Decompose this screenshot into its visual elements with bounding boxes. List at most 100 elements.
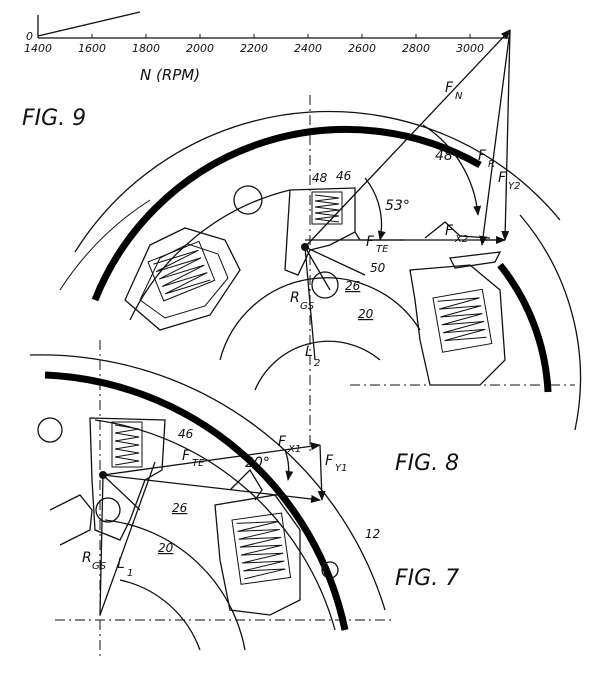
fig8-ref-26: 26 [172, 501, 188, 515]
fig9-ring-band-right [497, 262, 552, 393]
fig9-leader-50 [304, 246, 366, 276]
speed-axis: 0 1400 1600 1800 2000 2200 2400 2600 2800 3000 N… [24, 11, 510, 84]
fig9-label-l2-sub: 2 [314, 358, 320, 369]
fig9-title: FIG. 9 [22, 106, 86, 131]
fig9-label-fr-sub: R [488, 159, 495, 170]
fig9-label-fte: F [366, 234, 375, 250]
fig8-notch [229, 468, 263, 501]
fig7-title: FIG. 7 [395, 566, 459, 591]
fig9-angle-arc-48 [422, 124, 482, 216]
speed-axis-tick-label: 3000 [456, 42, 484, 55]
fig9-right-shoe [409, 264, 506, 386]
fig8-force-fy1 [317, 444, 326, 501]
fig8-label-fte: F [182, 448, 191, 464]
fig9-angle-48: 48° [435, 148, 460, 164]
fig8-bore-arc [119, 579, 201, 651]
fig8-ring-band [44, 371, 349, 631]
fig8-drawing: FIG. 8 46 F TE F X1 F Y1 20° 26 20 12 R … [29, 340, 459, 660]
fig9-left-shoe [124, 227, 241, 331]
fig8-left-pocket [49, 494, 93, 546]
fig8-title: FIG. 8 [395, 451, 459, 476]
fig8-force-fte [102, 474, 321, 503]
fig9-label-fn: F [445, 80, 454, 96]
speed-axis-tick-label: 1400 [24, 42, 52, 55]
fig9-label-fy2: F [498, 170, 507, 186]
fig9-force-fn [304, 29, 511, 248]
speed-axis-origin: 0 [26, 30, 33, 43]
fig9-ref-46: 46 [336, 169, 352, 183]
fig9-left-arc [59, 199, 151, 291]
fig8-label-rgs: R [82, 550, 92, 566]
fig9-drawing: FIG. 9 F N F R F Y2 F X2 F TE R GS L 2 4… [22, 29, 582, 455]
fig9-label-rgs-sub: GS [300, 301, 315, 312]
speed-axis-tick-label: 1600 [78, 42, 106, 55]
fig9-angle-53: 53° [385, 198, 410, 214]
fig8-center-shoe [89, 417, 166, 541]
fig9-housing-outer-arc [74, 110, 561, 253]
fig8-line-l1 [99, 461, 156, 616]
fig8-right-spring [231, 512, 292, 585]
speed-axis-tick-label: 2800 [402, 42, 430, 55]
fig9-left-spring [147, 240, 216, 302]
speed-axis-tick-label: 2000 [186, 42, 214, 55]
fig8-label-fx1-sub: X1 [287, 444, 301, 455]
fig8-hub-arc [104, 519, 246, 651]
fig9-label-fx2: F [445, 223, 454, 239]
fig9-right-spring [432, 288, 493, 353]
fig8-label-l1-sub: 1 [127, 568, 133, 579]
fig8-center-spring [111, 421, 143, 468]
fig8-hole-center [95, 497, 121, 523]
fig9-line-rgs [304, 246, 331, 291]
fig9-tab [449, 251, 502, 269]
fig8-ref-46: 46 [178, 427, 194, 441]
speed-axis-label: N (RPM) [140, 66, 200, 84]
fig8-label-fx1: F [278, 434, 287, 450]
fig9-hole-left [233, 185, 263, 215]
fig9-housing-right-arc [519, 214, 582, 431]
fig9-center-spring [311, 191, 343, 225]
fig8-angle-20: 20° [245, 455, 270, 471]
fig8-label-fy1-sub: Y1 [335, 463, 347, 474]
fig9-label-fn-sub: N [455, 91, 463, 102]
fig8-rotor-arc [94, 419, 336, 631]
fig8-hole-right [321, 561, 339, 579]
fig9-ring-band [91, 125, 482, 302]
fig9-ref-48: 48 [312, 171, 328, 185]
fig9-ref-20: 20 [358, 307, 374, 321]
speed-axis-tick-label: 1800 [132, 42, 160, 55]
fig9-label-fr: F [478, 148, 487, 164]
fig8-leader-pivot [102, 474, 141, 511]
fig9-label-fx2-sub: X2 [454, 234, 468, 245]
fig9-angle-arc-53 [364, 177, 386, 241]
fig9-center-shoe [284, 187, 356, 276]
fig9-ref-26: 26 [345, 279, 361, 293]
fig9-ref-50: 50 [370, 261, 386, 275]
fig9-force-fy2 [479, 29, 511, 246]
fig8-housing-arc [29, 354, 386, 611]
fig8-label-l1: L [117, 556, 125, 572]
fig9-line-l2 [304, 246, 316, 361]
fig9-notch [424, 221, 491, 239]
fig8-ref-12: 12 [365, 527, 380, 541]
fig8-label-fy1: F [325, 453, 334, 469]
speed-curve [37, 11, 141, 37]
fig8-label-rgs-sub: GS [92, 561, 107, 572]
fig9-label-rgs: R [290, 290, 300, 306]
speed-axis-tick-label: 2600 [348, 42, 376, 55]
fig9-force-fr [501, 29, 511, 241]
fig9-hub-arc [219, 277, 421, 361]
speed-axis-tick-label: 2400 [294, 42, 322, 55]
fig9-label-fte-sub: TE [376, 244, 389, 255]
fig9-label-fy2-sub: Y2 [508, 181, 520, 192]
fig8-angle-arc-20 [284, 449, 294, 481]
fig9-hole-center [311, 271, 339, 299]
fig8-label-fte-sub: TE [192, 458, 205, 469]
fig8-line-rgs [99, 474, 104, 616]
speed-axis-ticks: 1400 1600 1800 2000 2200 2400 2600 2800 3000 [24, 34, 484, 55]
fig9-rotor-arc [129, 189, 291, 321]
fig8-right-shoe [214, 494, 301, 616]
fig8-force-fx1 [102, 442, 321, 476]
fig8-hole-left [37, 417, 63, 443]
speed-axis-tick-label: 2200 [240, 42, 268, 55]
fig8-ref-20: 20 [158, 541, 174, 555]
